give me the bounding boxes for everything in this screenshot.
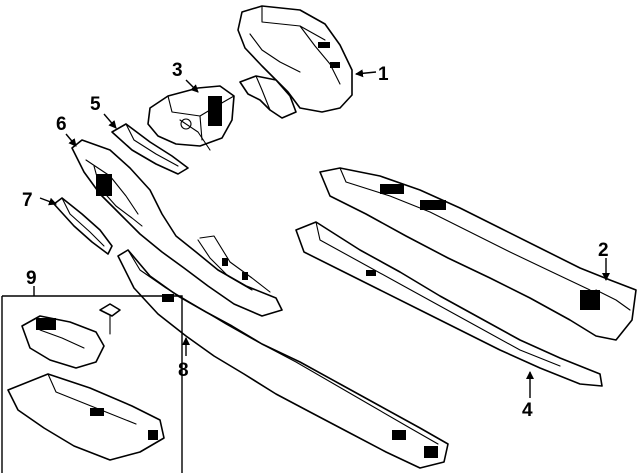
- part-2-defroster-duct: [319, 167, 637, 341]
- part-6-main-bezel: [71, 139, 283, 317]
- callout-2: 2: [598, 240, 609, 261]
- part-5-trim-strip: [111, 123, 189, 175]
- callout-4: 4: [522, 400, 533, 421]
- callout-7: 7: [22, 190, 33, 211]
- inset-part-9: [1, 295, 183, 473]
- callout-6: 6: [56, 114, 67, 135]
- callout-8: 8: [178, 360, 189, 381]
- callout-1: 1: [378, 64, 389, 85]
- callout-9: 9: [26, 268, 37, 289]
- callout-5: 5: [90, 94, 101, 115]
- part-1-column-cover: [237, 5, 353, 119]
- callout-3: 3: [172, 60, 183, 81]
- leader-lines: [33, 69, 610, 398]
- part-3-vent-module: [147, 85, 235, 151]
- part-7-bracket: [53, 197, 113, 255]
- part-4-lower-panel: [295, 221, 603, 387]
- part-8-lower-trim: [117, 249, 449, 469]
